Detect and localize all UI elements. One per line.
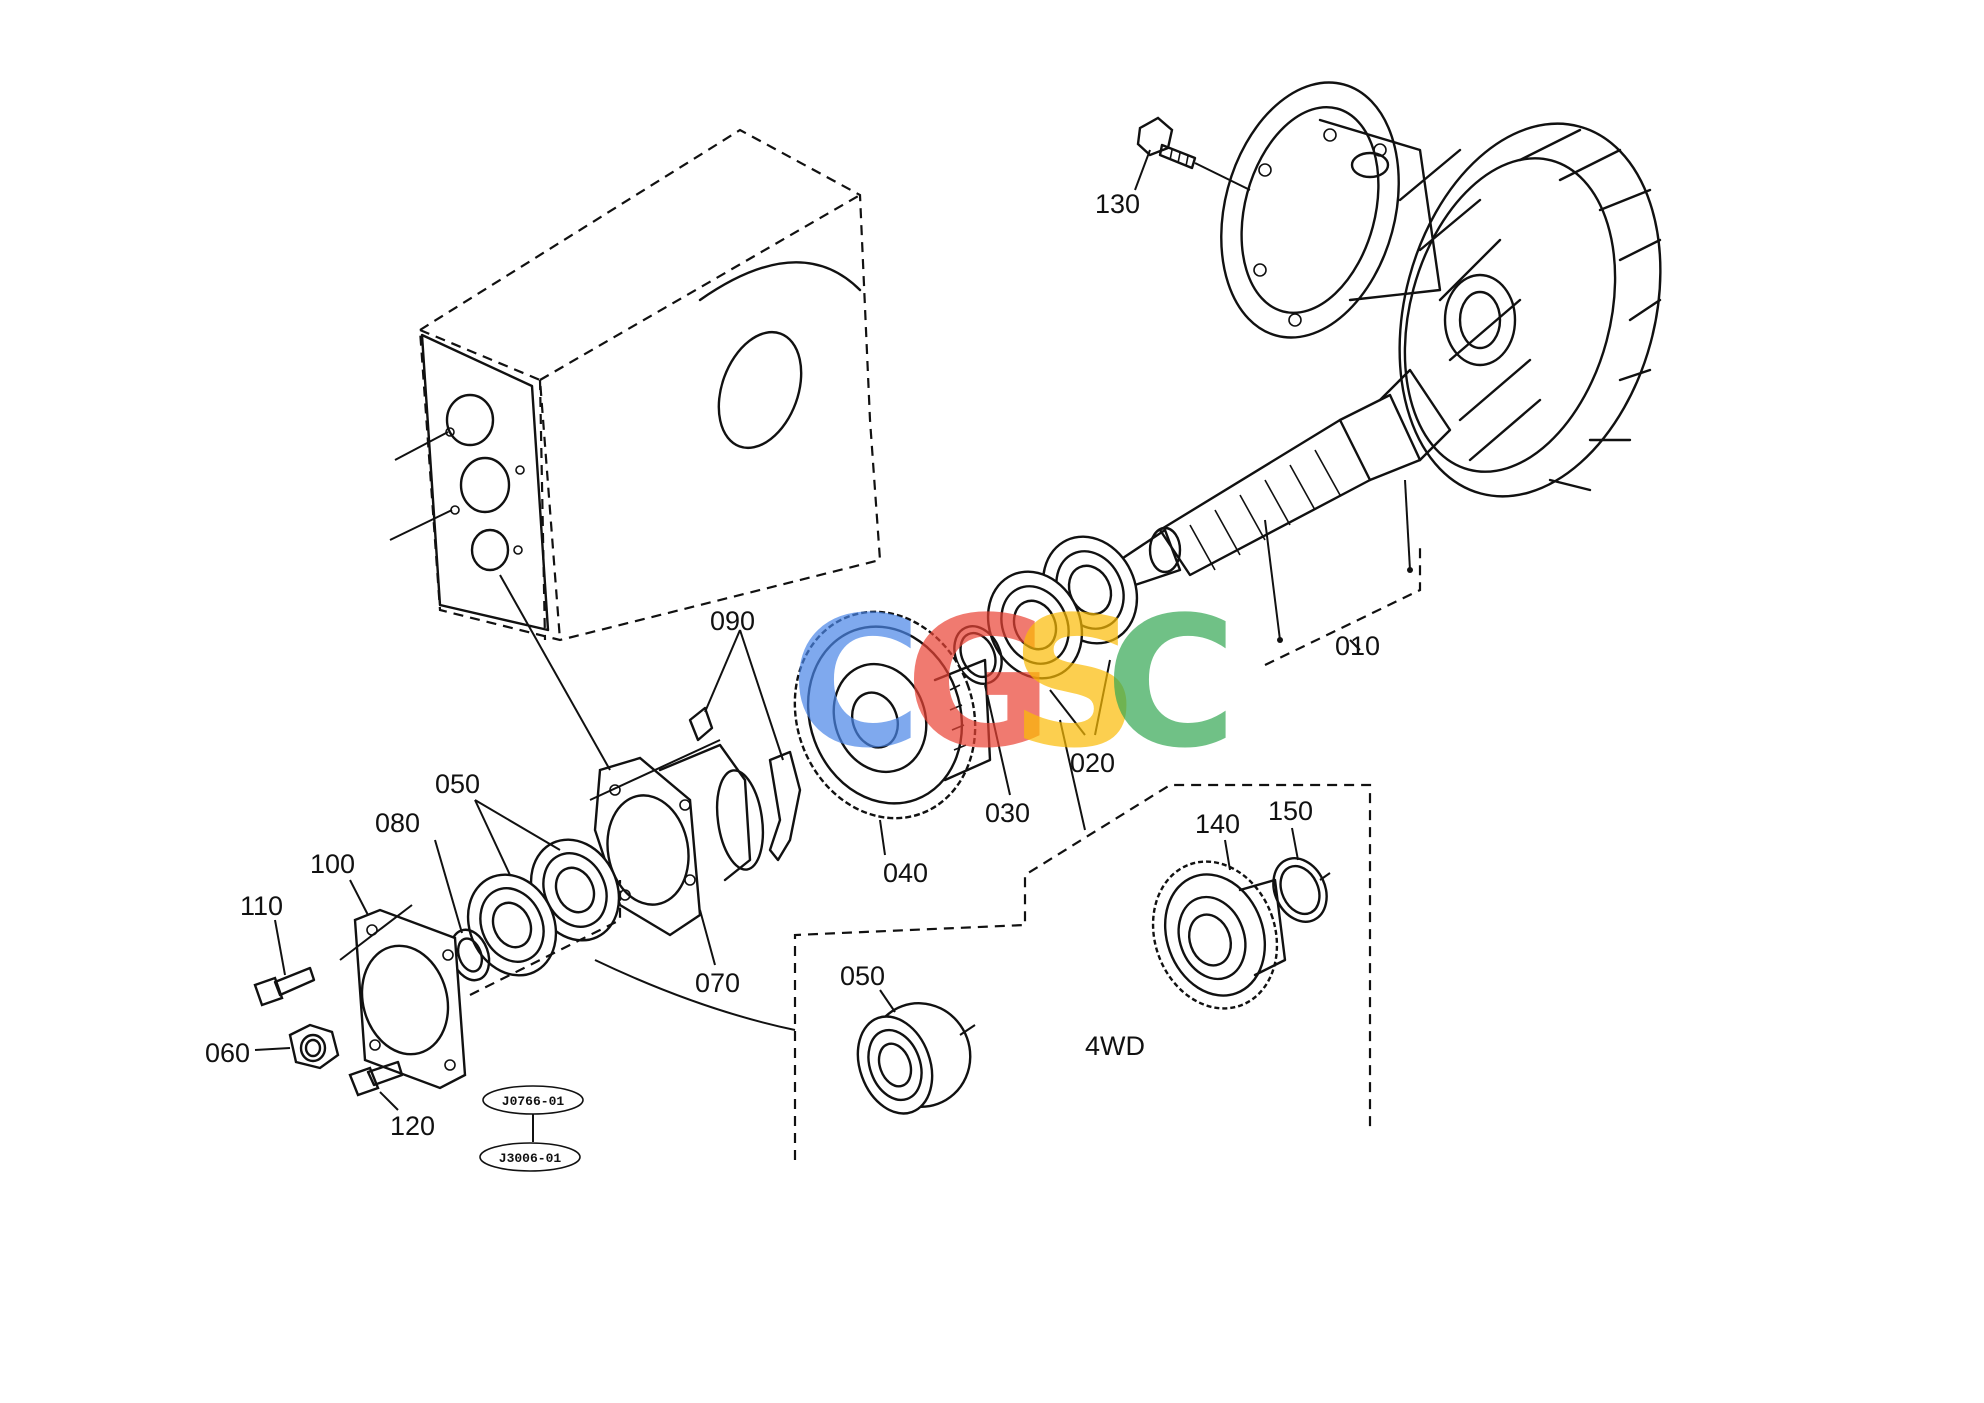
ref-code-1: J0766-01 [502,1094,565,1109]
bearings-050-left [466,799,622,996]
watermark-letter-s: S [1010,579,1140,788]
bolt-130 [1134,116,1251,191]
watermark-letter-c1: C [790,579,922,788]
watermark-logo: C G S C [790,579,1237,788]
label-150: 150 [1268,796,1313,826]
label-030: 030 [985,798,1030,828]
watermark-letter-g: G [905,579,1053,788]
transmission-case [389,128,882,642]
label-040: 040 [883,858,928,888]
housing-070 [499,574,765,966]
bolt-110 [253,919,316,1007]
part-labels: 010 020 030 040 050 050 060 070 080 090 … [205,189,1380,1141]
cover-plate-100 [339,879,467,1090]
4wd-region [594,719,1372,1160]
bolt-120 [348,1060,404,1111]
label-100: 100 [310,849,355,879]
label-020: 020 [1070,748,1115,778]
label-080: 080 [375,808,420,838]
nut-060 [254,1023,340,1070]
watermark-letter-c2: C [1105,579,1237,788]
reference-codes: J0766-01 J3006-01 [479,1085,584,1172]
label-140: 140 [1195,809,1240,839]
label-070: 070 [695,968,740,998]
bearings-020 [986,535,1139,736]
label-4wd: 4WD [1085,1031,1145,1061]
clips-090 [688,629,802,862]
label-010: 010 [1335,631,1380,661]
label-050-4wd: 050 [840,961,885,991]
gear-040 [793,610,992,856]
label-130: 130 [1095,189,1140,219]
label-120: 120 [390,1111,435,1141]
label-110: 110 [240,891,283,921]
snap-ring-030 [953,625,1011,796]
label-060: 060 [205,1038,250,1068]
label-090: 090 [710,606,755,636]
label-050-left: 050 [435,769,480,799]
ref-code-2: J3006-01 [499,1151,562,1166]
differential-assembly [1118,81,1662,666]
